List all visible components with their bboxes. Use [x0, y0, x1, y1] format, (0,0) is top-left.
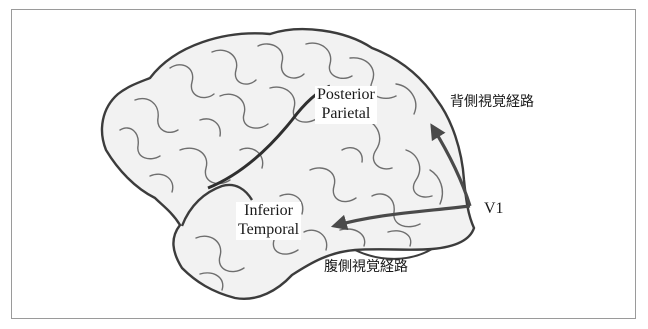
label-ventral-pathway: 腹側視覚経路 — [322, 259, 410, 276]
label-dorsal-pathway: 背側視覚経路 — [448, 94, 536, 111]
label-inferior-temporal-line2: Temporal — [238, 221, 299, 240]
label-inferior-temporal-line1: Inferior — [238, 202, 299, 221]
label-v1: V1 — [482, 200, 506, 219]
label-posterior-parietal-line1: Posterior — [317, 86, 375, 105]
brain-outline — [102, 29, 474, 299]
label-posterior-parietal-line2: Parietal — [317, 105, 375, 124]
label-posterior-parietal: Posterior Parietal — [315, 86, 377, 124]
label-inferior-temporal: Inferior Temporal — [236, 202, 301, 240]
